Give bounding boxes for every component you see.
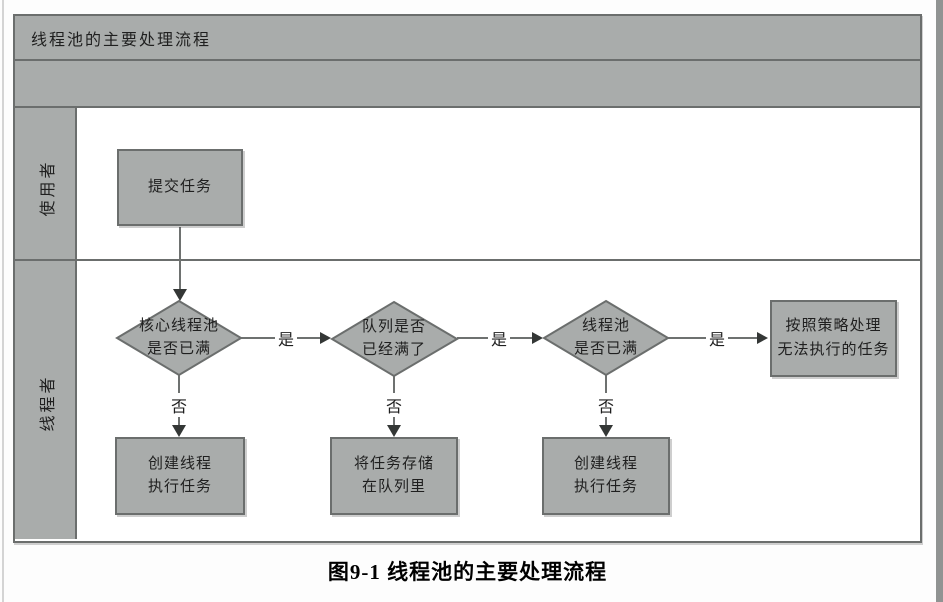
- edge-label-no: 否: [167, 393, 191, 417]
- decision-queue-full-shape: [330, 300, 459, 378]
- arrowhead-down-icon: [599, 425, 613, 437]
- node-create-thread-2: 创建线程 执行任务: [542, 437, 670, 515]
- flowchart-empty-bar: [15, 61, 920, 108]
- edge-label-yes: 是: [274, 326, 298, 350]
- node-create-thread-1: 创建线程 执行任务: [115, 437, 245, 515]
- decision-pool-full-label: 线程池 是否已满: [573, 318, 638, 357]
- lane-label-column: [15, 108, 77, 539]
- edge-label-no: 否: [382, 393, 406, 417]
- page-left-edge: [2, 0, 4, 602]
- flowchart-title: 线程池的主要处理流程: [31, 31, 212, 49]
- arrowhead-down-icon: [173, 289, 187, 301]
- node-handle-by-policy: 按照策略处理 无法执行的任务: [770, 300, 897, 377]
- decision-queue-full-label: 队列是否 已经满了: [361, 319, 426, 358]
- decision-core-pool-full-shape: [115, 299, 243, 377]
- node-store-in-queue: 将任务存储 在队列里: [330, 437, 458, 515]
- lane-divider: [15, 259, 920, 261]
- node-submit-task: 提交任务: [117, 149, 243, 226]
- decision-core-pool-full-label: 核心线程池 是否已满: [138, 318, 219, 357]
- arrowhead-right-icon: [320, 332, 331, 344]
- edge-label-yes: 是: [705, 326, 729, 350]
- edge-label-no: 否: [594, 393, 618, 417]
- arrowhead-right-icon: [757, 332, 768, 344]
- figure-caption: 图9-1 线程池的主要处理流程: [327, 560, 608, 584]
- arrowhead-down-icon: [172, 425, 186, 437]
- flowchart-title-bar: 线程池的主要处理流程: [15, 16, 920, 61]
- page-right-edge: [936, 0, 943, 602]
- arrowhead-right-icon: [532, 332, 543, 344]
- edge-label-yes: 是: [487, 326, 511, 350]
- arrowhead-down-icon: [387, 425, 401, 437]
- decision-pool-full-shape: [542, 299, 670, 377]
